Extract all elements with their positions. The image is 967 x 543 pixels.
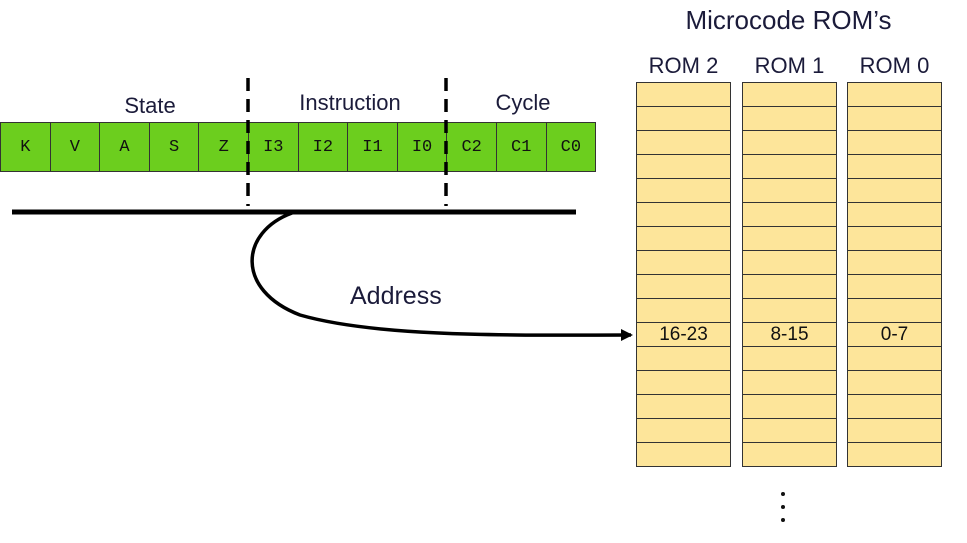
rom-row: [636, 346, 731, 371]
cycle-group-label: Cycle: [495, 90, 551, 115]
rom-addressed-row: 16-23: [636, 322, 731, 347]
rom-0: ROM 0 0-7: [847, 53, 942, 467]
rom-row: [742, 202, 837, 227]
bit-cell: C2: [446, 122, 497, 172]
rom-row: [847, 418, 942, 443]
rom-row: [847, 106, 942, 131]
rom-row: [636, 298, 731, 323]
rom-row: [742, 442, 837, 467]
rom-1: ROM 1 8-15: [742, 53, 837, 467]
rom-addressed-row: 0-7: [847, 322, 942, 347]
rom-row: [847, 298, 942, 323]
rom-row: [636, 106, 731, 131]
bit-cell: I0: [396, 122, 448, 172]
rom-row: [847, 274, 942, 299]
rom-row: [847, 442, 942, 467]
rom-0-header: ROM 0: [859, 53, 930, 78]
rom-row: [847, 178, 942, 203]
rom-row: [636, 250, 731, 275]
rom-row: [636, 82, 731, 107]
rom-2-header: ROM 2: [648, 53, 719, 78]
rom-row: [847, 346, 942, 371]
rom-row: [742, 370, 837, 395]
rom-row: [636, 370, 731, 395]
rom-row: [742, 298, 837, 323]
rom-row: [847, 154, 942, 179]
rom-row: [636, 442, 731, 467]
bit-cell: Z: [198, 122, 249, 172]
rom-row: [742, 154, 837, 179]
rom-1-header: ROM 1: [754, 53, 825, 78]
instruction-group-label: Instruction: [299, 90, 401, 115]
rom-row: [847, 130, 942, 155]
rom-row: [847, 394, 942, 419]
rom-row: [742, 250, 837, 275]
bit-cell: S: [148, 122, 200, 172]
address-arrow: [250, 211, 633, 342]
rom-row: [636, 418, 731, 443]
rom-row: [742, 394, 837, 419]
rom-row: [636, 274, 731, 299]
rom-row: [742, 178, 837, 203]
rom-row: [742, 82, 837, 107]
rom-row: [742, 106, 837, 131]
rom-row: [636, 202, 731, 227]
rom-addressed-row: 8-15: [742, 322, 837, 347]
rom-row: [636, 226, 731, 251]
rom-row: [742, 130, 837, 155]
diagram-title: Microcode ROM’s: [685, 5, 892, 35]
rom-row: [847, 226, 942, 251]
rom-row: [847, 250, 942, 275]
bit-cell: I1: [347, 122, 398, 172]
continuation-ellipsis: [773, 492, 793, 531]
rom-row: [636, 154, 731, 179]
address-label: Address: [350, 282, 442, 310]
rom-row: [742, 274, 837, 299]
rom-row: [847, 370, 942, 395]
rom-row: [742, 346, 837, 371]
rom-row: [636, 130, 731, 155]
state-group-label: State: [124, 93, 176, 118]
address-register: K V A S Z I3 I2 I1 I0 C2 C1 C0: [0, 122, 597, 172]
rom-row: [847, 82, 942, 107]
bit-cell: C1: [495, 122, 547, 172]
bit-cell: C0: [545, 122, 597, 172]
rom-row: [742, 418, 837, 443]
rom-row: [847, 202, 942, 227]
rom-row: [636, 178, 731, 203]
rom-row: [742, 226, 837, 251]
rom-row: [636, 394, 731, 419]
rom-2: ROM 2 16-23: [636, 53, 731, 467]
bit-cell: K: [0, 122, 51, 172]
